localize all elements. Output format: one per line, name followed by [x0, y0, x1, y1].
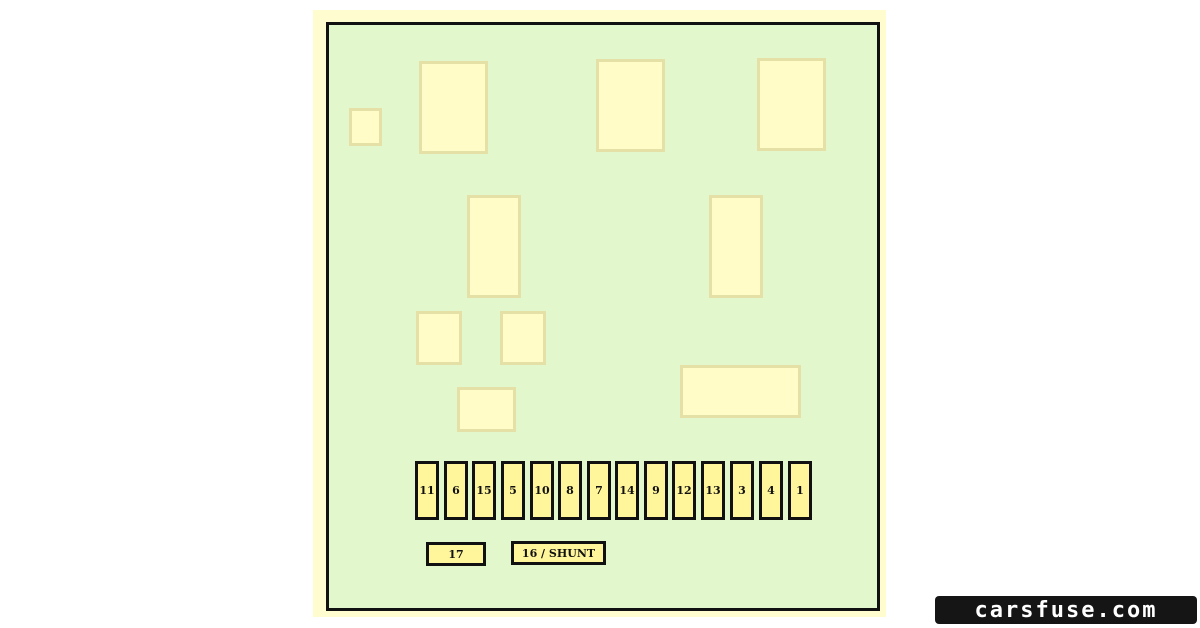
relay-slot [596, 59, 665, 152]
relay-slot [680, 365, 801, 418]
fuse-slot[interactable]: 5 [501, 461, 525, 520]
fuse-slot[interactable]: 1 [788, 461, 812, 520]
fuse-slot[interactable]: 12 [672, 461, 696, 520]
fuse-slot[interactable]: 13 [701, 461, 725, 520]
fuse-slot[interactable]: 4 [759, 461, 783, 520]
fuse-slot[interactable]: 11 [415, 461, 439, 520]
relay-slot [419, 61, 488, 154]
relay-slot [349, 108, 382, 146]
fuse-slot[interactable]: 3 [730, 461, 754, 520]
relay-slot [467, 195, 521, 298]
relay-slot [457, 387, 516, 432]
relay-slot [416, 311, 462, 365]
fuse-16-shunt[interactable]: 16 / SHUNT [511, 541, 606, 565]
relay-slot [757, 58, 826, 151]
fuse-17[interactable]: 17 [426, 542, 486, 566]
carsfuse-logo: carsfuse.com [935, 596, 1197, 624]
relay-slot [709, 195, 763, 298]
fuse-slot[interactable]: 7 [587, 461, 611, 520]
fuse-slot[interactable]: 14 [615, 461, 639, 520]
fuse-slot[interactable]: 9 [644, 461, 668, 520]
logo-text: carsfuse.com [974, 597, 1158, 623]
relay-slot [500, 311, 546, 365]
fuse-slot[interactable]: 8 [558, 461, 582, 520]
fuse-slot[interactable]: 10 [530, 461, 554, 520]
fuse-slot[interactable]: 6 [444, 461, 468, 520]
fuse-slot[interactable]: 15 [472, 461, 496, 520]
